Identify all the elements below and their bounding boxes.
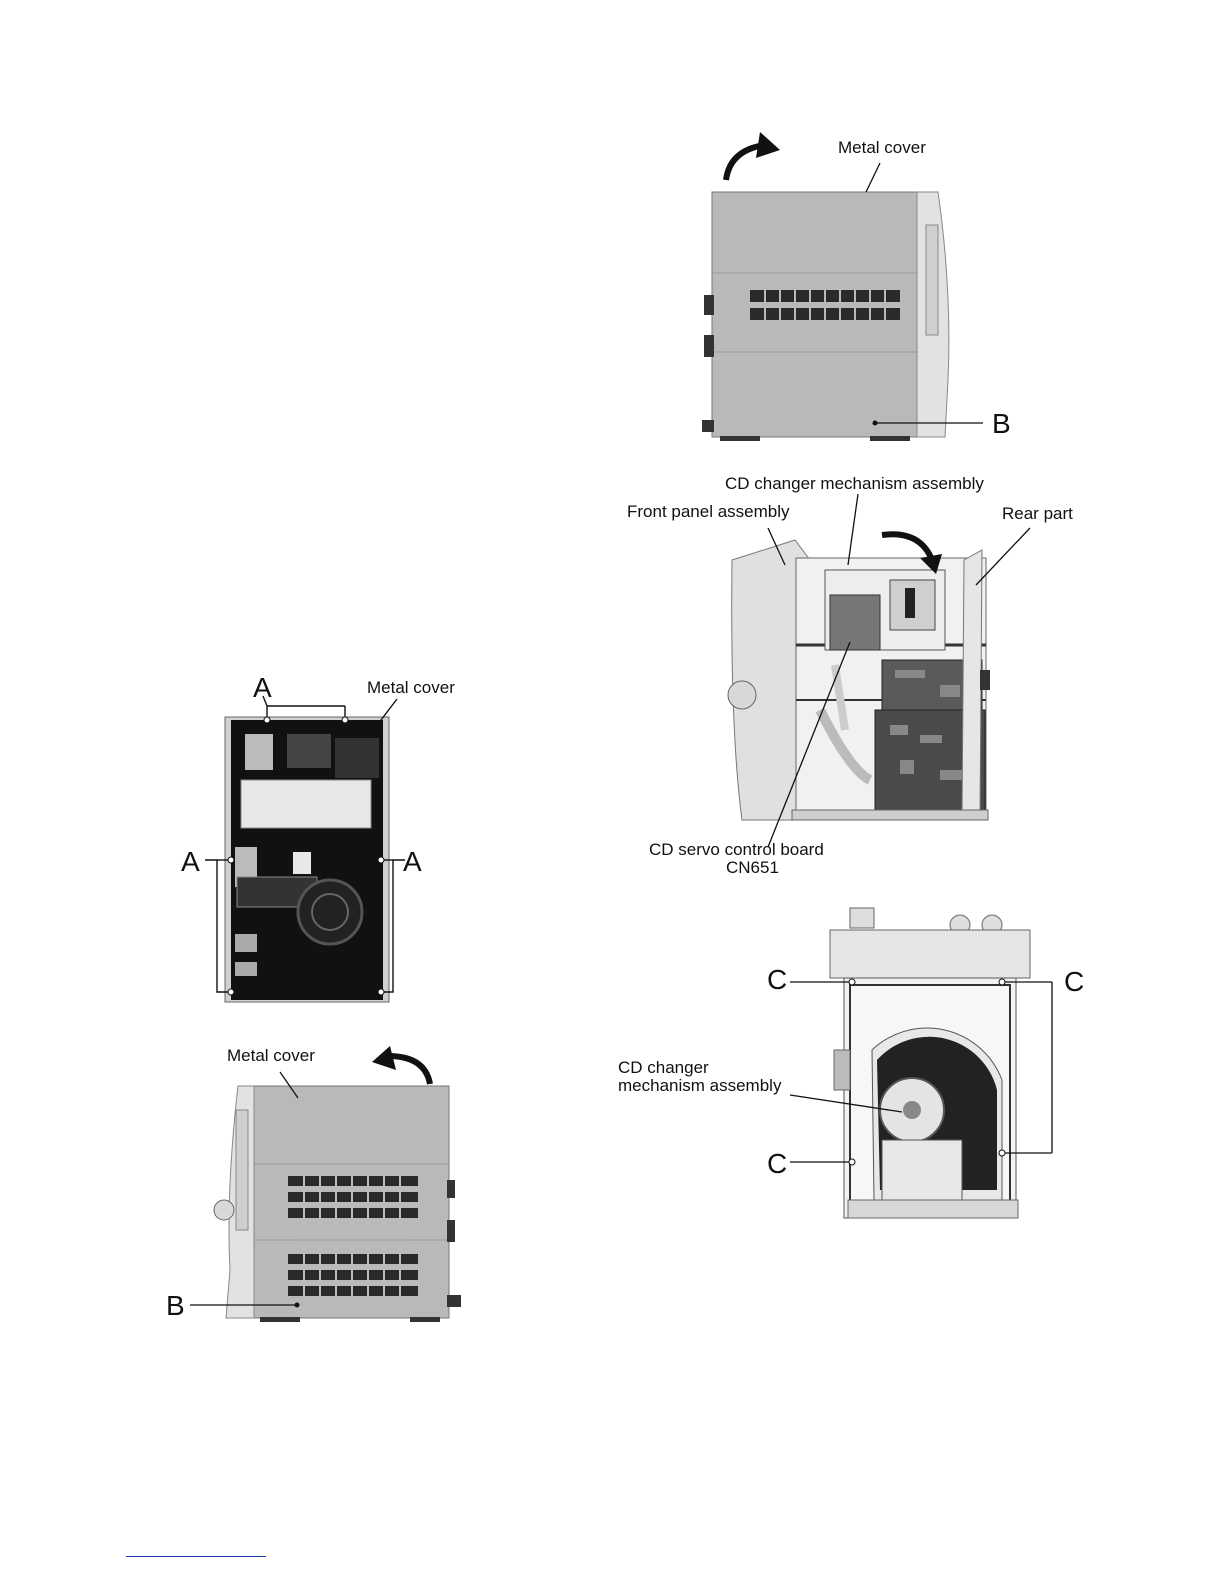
label-c-top-left: C <box>767 964 787 996</box>
top-view-figure: C C C CD changer mechanism assembly <box>612 900 1102 1230</box>
footer-link-underline <box>126 1556 266 1557</box>
side-view-right-illustration <box>690 130 1030 450</box>
open-unit-figure: CD changer mechanism assembly Front pane… <box>620 470 1110 880</box>
label-c-top-right: C <box>1064 966 1084 998</box>
label-c-bottom-left: C <box>767 1148 787 1180</box>
rear-view-illustration <box>175 672 475 1020</box>
cn651-label: CN651 <box>726 858 779 878</box>
cd-changer-label-line2: mechanism assembly <box>618 1076 781 1096</box>
lift-arrow-icon <box>882 534 932 560</box>
side-view-figure-left: Metal cover B <box>160 1040 480 1330</box>
cd-servo-board-label: CD servo control board <box>649 840 824 860</box>
open-unit-illustration <box>620 470 1110 880</box>
metal-cover-label: Metal cover <box>367 678 455 698</box>
cd-changer-mechanism-label: CD changer mechanism assembly <box>725 474 984 494</box>
side-view-figure-right: Metal cover B <box>690 130 1030 450</box>
label-a-right: A <box>403 846 422 878</box>
label-a-left: A <box>181 846 200 878</box>
label-b: B <box>166 1290 185 1322</box>
rear-view-figure: A Metal cover A A <box>175 672 475 1020</box>
side-view-left-illustration <box>160 1040 480 1330</box>
label-a-top: A <box>253 672 272 704</box>
lift-arrow-icon <box>388 1056 430 1084</box>
cd-changer-label-line1: CD changer <box>618 1058 709 1078</box>
front-panel-assembly-label: Front panel assembly <box>627 502 790 522</box>
label-b: B <box>992 408 1011 440</box>
metal-cover-label: Metal cover <box>227 1046 315 1066</box>
rear-part-label: Rear part <box>1002 504 1073 524</box>
metal-cover-label: Metal cover <box>838 138 926 158</box>
